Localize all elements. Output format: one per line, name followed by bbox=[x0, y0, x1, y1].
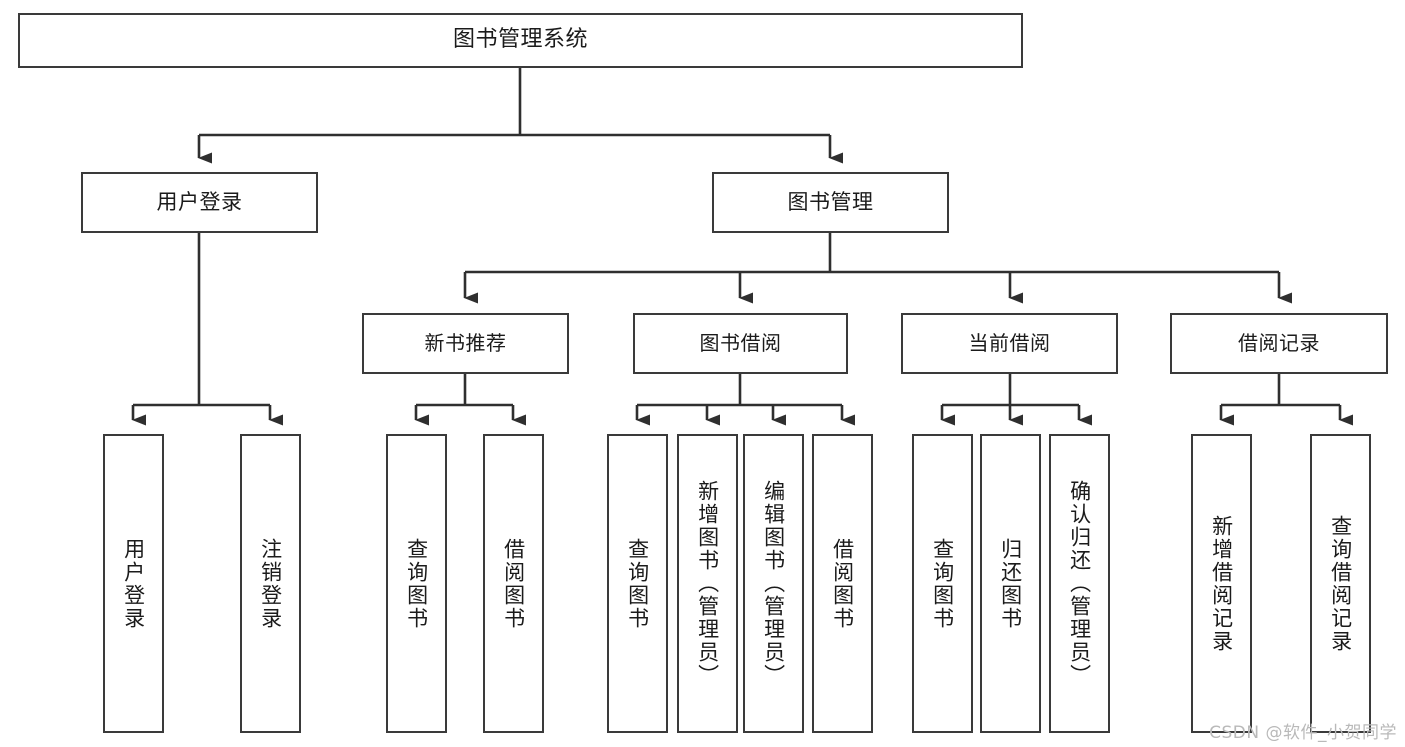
node-label: 图书管理 bbox=[787, 189, 874, 214]
leaf-user-login-logout[interactable]: 注销登录 bbox=[240, 434, 301, 733]
node-label: 图书借阅 bbox=[699, 331, 782, 356]
node-label: 查询借阅记录 bbox=[1328, 514, 1353, 653]
leaf-recommend-borrow-book[interactable]: 借阅图书 bbox=[483, 434, 544, 733]
node-label: 查询图书 bbox=[404, 537, 429, 630]
node-label: 编辑图书（管理员） bbox=[761, 480, 786, 687]
node-label: 新增图书（管理员） bbox=[695, 480, 720, 687]
node-label: 归还图书 bbox=[998, 537, 1023, 630]
node-label: 用户登录 bbox=[156, 189, 243, 214]
node-label: 借阅图书 bbox=[501, 537, 526, 630]
node-label: 当前借阅 bbox=[968, 331, 1051, 356]
node-label: 新增借阅记录 bbox=[1209, 514, 1234, 653]
node-label: 查询图书 bbox=[625, 537, 650, 630]
node-user-login[interactable]: 用户登录 bbox=[81, 172, 318, 233]
node-borrow-record[interactable]: 借阅记录 bbox=[1170, 313, 1388, 374]
leaf-borrow-edit-book-admin[interactable]: 编辑图书（管理员） bbox=[743, 434, 804, 733]
node-label: 用户登录 bbox=[121, 537, 146, 630]
node-book-borrow[interactable]: 图书借阅 bbox=[633, 313, 848, 374]
leaf-current-confirm-return-admin[interactable]: 确认归还（管理员） bbox=[1049, 434, 1110, 733]
leaf-borrow-query-book[interactable]: 查询图书 bbox=[607, 434, 668, 733]
node-label: 查询图书 bbox=[930, 537, 955, 630]
node-book-management[interactable]: 图书管理 bbox=[712, 172, 949, 233]
leaf-borrow-borrow-book[interactable]: 借阅图书 bbox=[812, 434, 873, 733]
watermark-text: CSDN @软件_小贺同学 bbox=[1209, 723, 1397, 743]
node-new-book-recommend[interactable]: 新书推荐 bbox=[362, 313, 569, 374]
node-label: 借阅图书 bbox=[830, 537, 855, 630]
leaf-record-add-record[interactable]: 新增借阅记录 bbox=[1191, 434, 1252, 733]
node-label: 注销登录 bbox=[258, 537, 283, 630]
leaf-current-query-book[interactable]: 查询图书 bbox=[912, 434, 973, 733]
leaf-borrow-add-book-admin[interactable]: 新增图书（管理员） bbox=[677, 434, 738, 733]
node-label: 新书推荐 bbox=[424, 331, 507, 356]
leaf-record-query-record[interactable]: 查询借阅记录 bbox=[1310, 434, 1371, 733]
leaf-recommend-query-book[interactable]: 查询图书 bbox=[386, 434, 447, 733]
leaf-current-return-book[interactable]: 归还图书 bbox=[980, 434, 1041, 733]
node-current-borrow[interactable]: 当前借阅 bbox=[901, 313, 1118, 374]
node-label: 图书管理系统 bbox=[452, 27, 588, 53]
leaf-user-login-login[interactable]: 用户登录 bbox=[103, 434, 164, 733]
node-label: 确认归还（管理员） bbox=[1067, 480, 1092, 687]
node-root-system[interactable]: 图书管理系统 bbox=[18, 13, 1023, 68]
node-label: 借阅记录 bbox=[1238, 331, 1320, 356]
